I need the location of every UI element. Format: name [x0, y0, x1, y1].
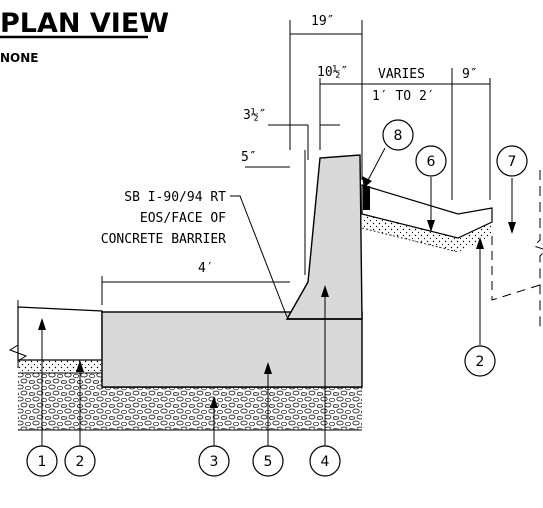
- dim-4ft: 4′: [198, 261, 214, 276]
- dim-10-5in: 10½″: [317, 65, 348, 80]
- callout-7: 7: [496, 145, 528, 177]
- dim-3-5in: 3½″: [243, 108, 266, 123]
- callout-8: 8: [382, 119, 414, 151]
- scale-label: NONE: [0, 51, 38, 65]
- base-course-left: [18, 360, 102, 373]
- svg-text:2: 2: [76, 454, 85, 470]
- callout-6: 6: [415, 145, 447, 177]
- concrete-foundation: [101, 311, 363, 388]
- svg-text:1: 1: [38, 454, 47, 470]
- svg-text:7: 7: [508, 154, 517, 170]
- break-line-right: [533, 170, 543, 330]
- callout-5: 5: [252, 445, 284, 477]
- svg-text:6: 6: [427, 154, 436, 170]
- joint-filler: [363, 186, 370, 210]
- callout-4: 4: [309, 445, 341, 477]
- svg-text:8: 8: [394, 128, 403, 144]
- note-leader: [230, 195, 288, 318]
- note-line-1: SB I-90/94 RT: [124, 190, 226, 205]
- dim-varies: VARIES: [378, 67, 425, 82]
- svg-text:2: 2: [476, 354, 485, 370]
- svg-text:5: 5: [264, 454, 273, 470]
- callout-2-right: 2: [464, 345, 496, 377]
- dim-5in: 5″: [241, 150, 257, 165]
- callout-2-left: 2: [64, 445, 96, 477]
- break-line-left: [8, 300, 28, 368]
- note-line-2: EOS/FACE OF: [140, 211, 226, 226]
- svg-text:3: 3: [210, 454, 219, 470]
- page-title: PLAN VIEW: [0, 8, 169, 39]
- svg-text:4: 4: [321, 454, 330, 470]
- dim-19in: 19″: [311, 14, 334, 29]
- dim-9in: 9″: [462, 67, 478, 82]
- future-extension-dashed: [491, 236, 541, 301]
- note-line-3: CONCRETE BARRIER: [101, 232, 226, 247]
- dim-range: 1′ TO 2′: [372, 89, 435, 104]
- callout-3: 3: [198, 445, 230, 477]
- callout-1: 1: [26, 445, 58, 477]
- pavement-slab: [17, 306, 103, 361]
- base-course-right: [362, 214, 492, 252]
